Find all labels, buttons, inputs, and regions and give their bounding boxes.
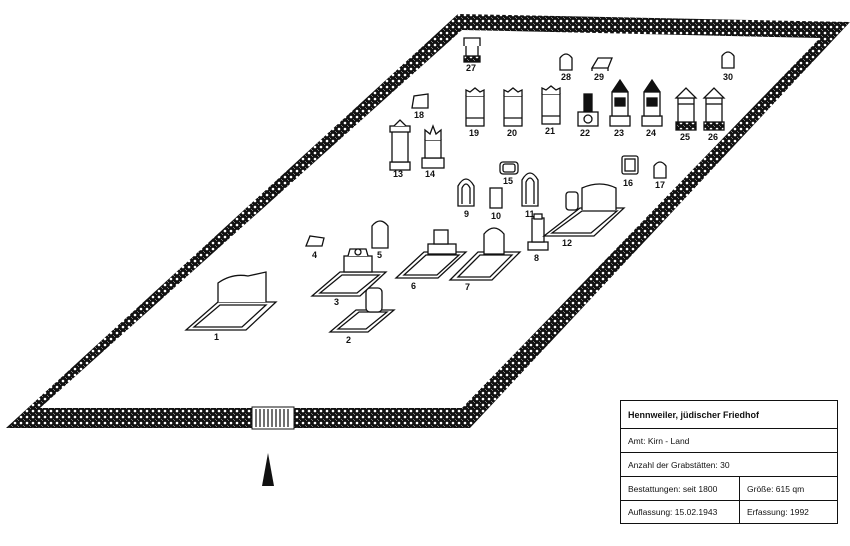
grave-15: [499, 161, 519, 175]
grave-21: [541, 85, 561, 125]
grave-label-1: 1: [214, 332, 219, 342]
grave-label-26: 26: [708, 132, 718, 142]
grave-label-6: 6: [411, 281, 416, 291]
info-row-auflassung: Auflassung: 15.02.1943 Erfassung: 1992: [621, 500, 837, 523]
grave-10: [489, 187, 503, 209]
grave-label-12: 12: [562, 238, 572, 248]
grave-6: [394, 229, 468, 279]
grave-label-25: 25: [680, 132, 690, 142]
grave-29: [590, 57, 613, 71]
info-box: Hennweiler, jüdischer Friedhof Amt: Kirn…: [620, 400, 838, 524]
grave-5: [371, 220, 389, 249]
grave-22: [577, 93, 599, 127]
grave-23: [609, 78, 631, 127]
info-groesse: Größe: 615 qm: [747, 483, 805, 494]
grave-label-30: 30: [723, 72, 733, 82]
info-erfassung: Erfassung: 1992: [747, 507, 809, 517]
grave-label-20: 20: [507, 128, 517, 138]
grave-label-29: 29: [594, 72, 604, 82]
info-divider: [739, 476, 740, 523]
grave-3: [310, 248, 388, 297]
grave-label-14: 14: [425, 169, 435, 179]
grave-label-24: 24: [646, 128, 656, 138]
grave-25: [674, 87, 698, 131]
grave-18: [411, 93, 429, 109]
gate: [251, 406, 295, 430]
info-bestattungen: Bestattungen: seit 1800: [628, 483, 718, 494]
grave-label-13: 13: [393, 169, 403, 179]
grave-label-21: 21: [545, 126, 555, 136]
grave-label-7: 7: [465, 282, 470, 292]
grave-26: [702, 87, 726, 131]
grave-label-15: 15: [503, 176, 513, 186]
grave-label-3: 3: [334, 297, 339, 307]
grave-24: [641, 78, 663, 127]
grave-label-22: 22: [580, 128, 590, 138]
grave-label-23: 23: [614, 128, 624, 138]
info-auflassung: Auflassung: 15.02.1943: [628, 507, 718, 517]
grave-label-27: 27: [466, 63, 476, 73]
info-amt: Amt: Kirn - Land: [628, 435, 690, 446]
grave-4: [305, 235, 325, 247]
grave-label-9: 9: [464, 209, 469, 219]
grave-28: [559, 53, 573, 71]
info-title: Hennweiler, jüdischer Friedhof: [628, 409, 760, 420]
grave-8: [527, 213, 549, 251]
grave-label-18: 18: [414, 110, 424, 120]
grave-30: [721, 51, 735, 69]
info-row-anzahl: Anzahl der Grabstätten: 30: [621, 452, 837, 476]
grave-label-16: 16: [623, 178, 633, 188]
grave-16: [621, 155, 639, 175]
grave-1: [184, 271, 278, 331]
info-anzahl: Anzahl der Grabstätten: 30: [628, 459, 730, 470]
grave-label-2: 2: [346, 335, 351, 345]
grave-labels: 1 2 3 4 5 6 7 8 9 10 11 12 13 14 15 16 1…: [214, 63, 733, 345]
grave-13: [389, 119, 411, 171]
grave-label-4: 4: [312, 250, 317, 260]
grave-label-5: 5: [377, 250, 382, 260]
grave-17: [653, 161, 667, 179]
grave-20: [503, 87, 523, 127]
grave-11: [521, 172, 539, 207]
grave-label-10: 10: [491, 211, 501, 221]
grave-2: [328, 287, 396, 333]
grave-label-8: 8: [534, 253, 539, 263]
grave-label-11: 11: [525, 209, 535, 219]
north-arrow-icon: [262, 453, 274, 486]
info-row-amt: Amt: Kirn - Land: [621, 428, 837, 452]
grave-9: [457, 178, 475, 207]
grave-label-17: 17: [655, 180, 665, 190]
grave-27: [463, 37, 481, 63]
grave-label-28: 28: [561, 72, 571, 82]
grave-7: [448, 227, 522, 281]
grave-label-19: 19: [469, 128, 479, 138]
grave-14: [421, 124, 445, 169]
info-row-bestattungen: Bestattungen: seit 1800 Größe: 615 qm: [621, 476, 837, 500]
info-row-title: Hennweiler, jüdischer Friedhof: [621, 401, 837, 428]
grave-19: [465, 87, 485, 127]
grave-12: [542, 183, 626, 237]
